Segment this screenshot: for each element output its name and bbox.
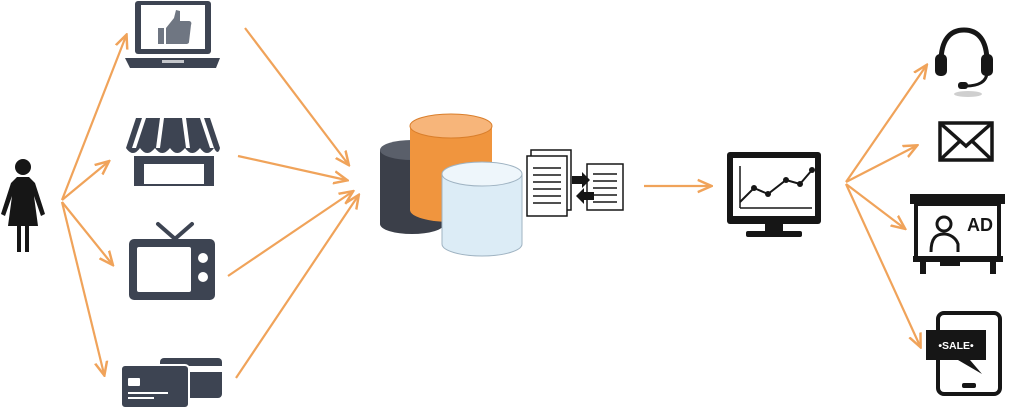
tablet-sale-icon: •SALE• (926, 311, 1002, 396)
database-cylinders-icon (380, 113, 523, 257)
storefront-icon (126, 118, 220, 186)
arrow-monitor-to-billboard (845, 183, 904, 228)
billboard-ad-text: AD (967, 215, 993, 235)
arrow-tv-to-database (227, 192, 352, 277)
tablet-sale-text: •SALE• (938, 340, 974, 352)
arrow-customer-to-cards (60, 201, 104, 374)
television-icon (129, 222, 215, 300)
arrows (60, 27, 926, 379)
arrow-customer-to-laptop (60, 36, 126, 201)
arrow-laptop-to-database (244, 27, 348, 164)
arrow-customer-to-store (61, 162, 108, 201)
headset-icon (935, 27, 993, 97)
monitor-line-chart-icon (727, 152, 821, 237)
credit-cards-icon (120, 358, 222, 408)
laptop-thumbs-up-icon (125, 1, 220, 68)
arrow-customer-to-tv (61, 201, 112, 264)
arrow-cards-to-database (235, 196, 358, 379)
arrow-monitor-to-envelope (845, 146, 916, 183)
data-exchange-icon (526, 149, 624, 217)
arrow-store-to-database (237, 154, 346, 180)
arrow-monitor-to-headset (845, 66, 926, 183)
billboard-icon: AD (910, 194, 1005, 274)
arrow-monitor-to-tablet (844, 183, 920, 346)
woman-icon (1, 159, 45, 252)
envelope-icon (938, 121, 994, 162)
